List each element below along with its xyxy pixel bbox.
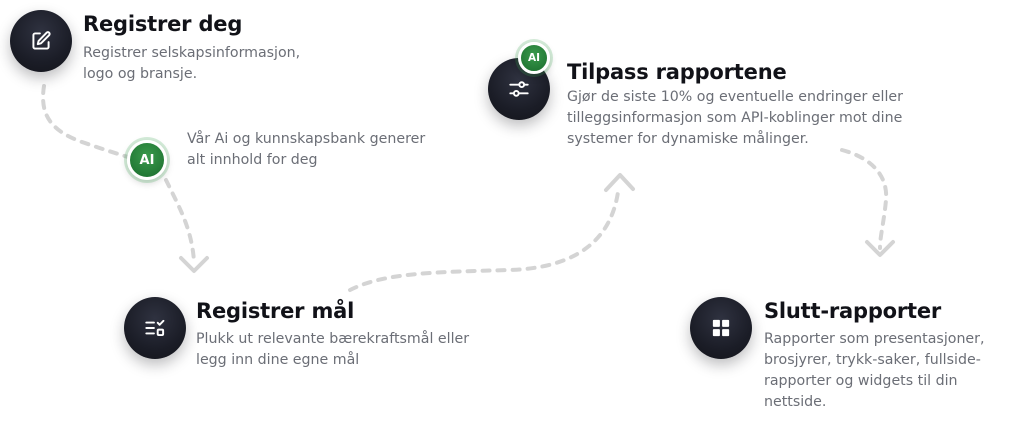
register-step-description: Registrer selskapsinformasjon, logo og b…	[83, 45, 301, 82]
ai-note-text: Vår Ai og kunnskapsbank generer alt innh…	[187, 131, 426, 168]
arrowhead-down-step4	[865, 240, 895, 257]
register-step-title: Registrer deg	[83, 12, 243, 36]
arrowhead-up-step3	[604, 173, 635, 192]
connector-step2-to-step3	[348, 190, 620, 292]
ai-badge: AI	[127, 140, 167, 180]
customize-step-description: Gjør de siste 10% og eventuelle endringe…	[567, 89, 903, 147]
connector-step3-to-step4	[840, 148, 889, 250]
sliders-icon	[509, 81, 529, 97]
final-reports-step-icon-circle	[690, 297, 752, 359]
customize-ai-badge: AI	[518, 42, 550, 74]
goals-step-title: Registrer mål	[196, 299, 355, 323]
final-reports-step-title: Slutt-rapporter	[764, 299, 942, 323]
checklist-icon	[145, 319, 165, 337]
customize-step-icon-circle	[488, 58, 550, 120]
arrowhead-down-step2	[179, 256, 209, 273]
register-step-icon-circle	[10, 10, 72, 72]
edit-icon	[32, 31, 51, 50]
goals-step-icon-circle	[124, 297, 186, 359]
final-reports-step-description: Rapporter som presentasjoner, brosjyrer,…	[764, 331, 985, 410]
grid-icon	[712, 319, 730, 337]
connector-step1-to-ai	[41, 84, 130, 159]
connector-ai-to-step2	[164, 178, 196, 264]
goals-step-description: Plukk ut relevante bærekraftsmål eller l…	[196, 331, 470, 368]
customize-step-title: Tilpass rapportene	[567, 60, 787, 84]
